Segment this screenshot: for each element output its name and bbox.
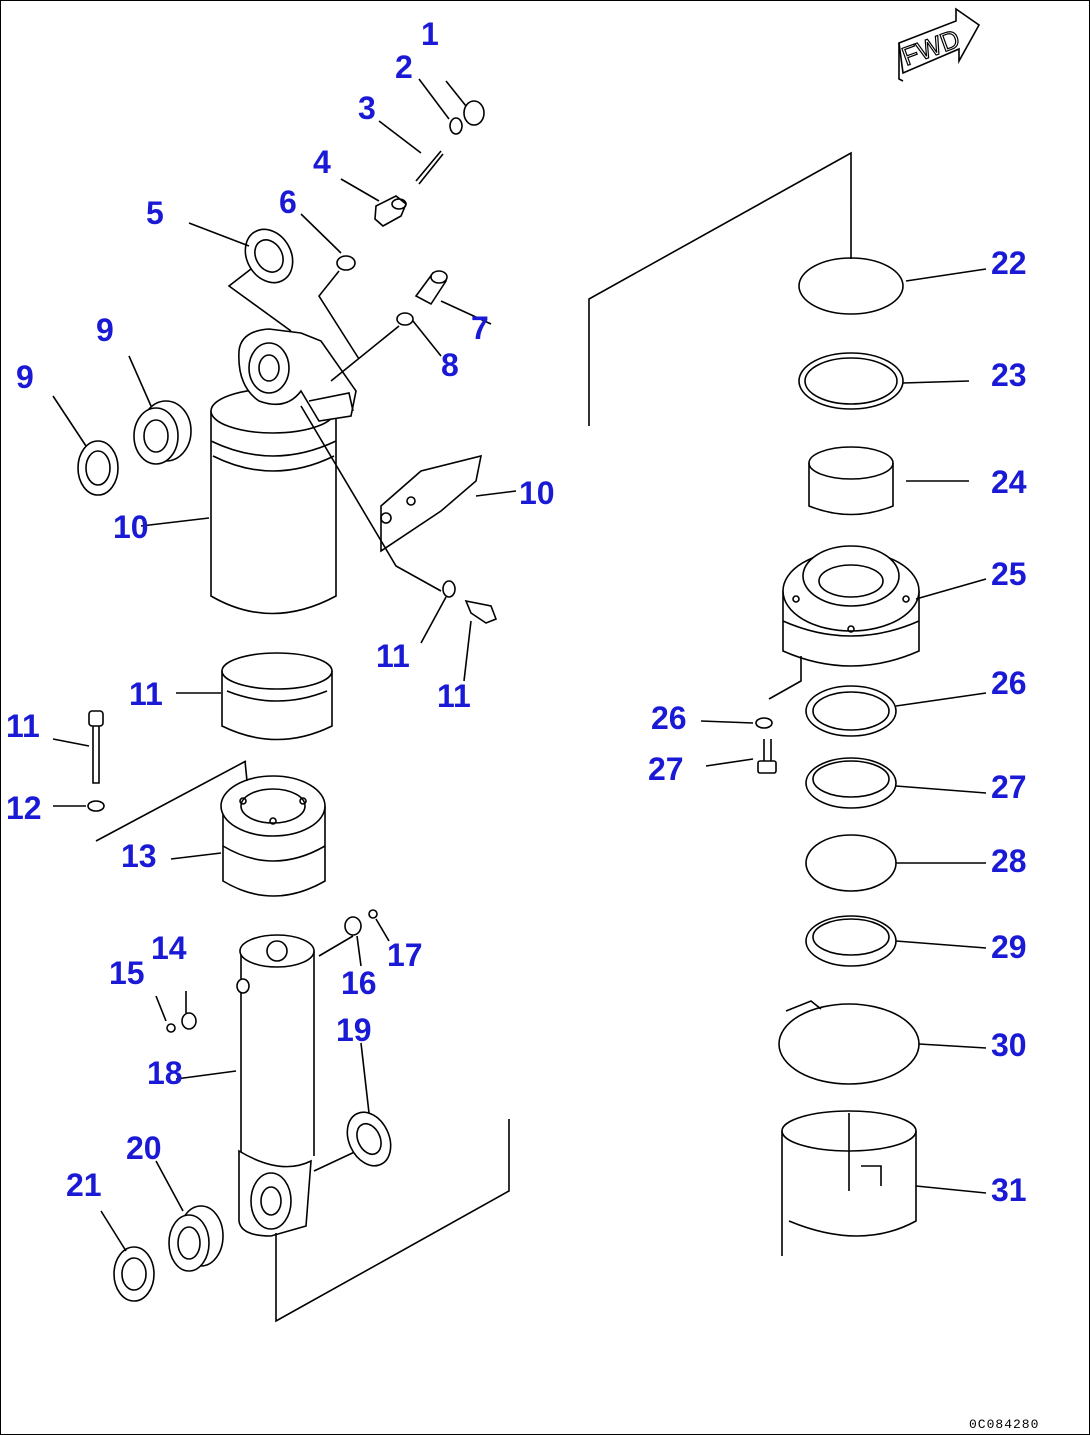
part-11-seal-lower-right (346, 1111, 392, 1167)
callout-30: 11 (6, 708, 40, 744)
callout-14: 23 (991, 357, 1027, 393)
callout-25: 11 (376, 638, 410, 674)
callout-26-right: 16 (341, 965, 377, 1001)
callout-15: 28 (991, 843, 1027, 879)
callout-12: 24 (991, 464, 1027, 500)
part-13-snap-ring (798, 257, 904, 315)
part-24-bolt (464, 599, 498, 624)
callout-11-top: 5 (146, 195, 164, 231)
part-1-upper-housing (210, 328, 357, 615)
part-17-seal (805, 757, 897, 809)
callout-22: 31 (991, 1172, 1027, 1208)
callout-27-right: 17 (387, 937, 423, 973)
part-6-cap (463, 100, 485, 126)
part-27-plug-b (368, 909, 378, 919)
drawing-code: 0C084280 (969, 1417, 1039, 1432)
part-19-bolt (757, 739, 777, 774)
callout-20: 26 (651, 700, 687, 736)
part-30-bolt (88, 710, 104, 784)
group-line-right (588, 151, 852, 426)
callout-21: 30 (991, 1027, 1027, 1063)
callout-31: 12 (6, 790, 42, 826)
callout-3: 25 (991, 556, 1027, 592)
callout-10-top: 9 (96, 312, 114, 348)
part-15-o-ring (805, 834, 897, 892)
part-4-fitting (374, 195, 407, 227)
part-11-seal-lower-left (113, 1246, 155, 1302)
part-9-oring-b (330, 312, 414, 382)
callout-11-lower-left: 21 (66, 1167, 102, 1203)
part-29-block (95, 760, 326, 897)
part-11-seal-top (227, 228, 294, 332)
callout-11-lower-right: 19 (336, 1012, 372, 1048)
callout-28: 11 (129, 676, 163, 712)
part-3-rotor-housing (768, 545, 920, 700)
callout-17: 27 (991, 769, 1027, 805)
callout-1: 10 (113, 509, 149, 545)
callout-labels: 1 2 3 4 5 6 7 8 9 9 10 10 11 11 11 11 12… (6, 16, 1027, 1208)
part-31-washer (87, 800, 105, 812)
part-22-cover (781, 1110, 917, 1256)
callout-18: 26 (991, 665, 1027, 701)
part-28-bushing (221, 652, 333, 741)
callout-7: 2 (395, 49, 413, 85)
part-10-bearing-upper (133, 400, 192, 465)
part-26-nut-a (181, 978, 250, 1030)
callout-10-lower: 20 (126, 1130, 162, 1166)
fwd-arrow-icon (898, 7, 981, 82)
callout-29: 13 (121, 838, 157, 874)
part-26-nut-b (318, 916, 362, 957)
group-line-lower (275, 1119, 510, 1323)
callout-24: 11 (437, 678, 471, 714)
callout-27-left: 15 (109, 955, 145, 991)
part-12-bushing (808, 446, 894, 516)
part-23-bracket (300, 405, 483, 592)
part-10-bearing-lower (168, 1205, 224, 1272)
part-7-ring (449, 117, 463, 135)
fwd-label: FWD (898, 23, 964, 71)
part-14-seal-ring (798, 352, 904, 410)
part-5-nipple (415, 150, 444, 185)
part-16-seal (805, 915, 897, 967)
callout-13: 22 (991, 245, 1027, 281)
callout-6: 1 (421, 16, 439, 52)
part-8-bolt (414, 270, 448, 306)
callout-4: 4 (313, 144, 331, 180)
callout-11-left: 9 (16, 359, 34, 395)
leader-lines (52, 78, 987, 1252)
part-25-washer (442, 580, 456, 598)
callout-2: 18 (147, 1055, 183, 1091)
callout-16: 29 (991, 929, 1027, 965)
callout-5: 3 (358, 90, 376, 126)
part-27-plug-a (166, 1023, 176, 1033)
part-9-oring-a (318, 255, 360, 360)
callout-9-mid: 8 (441, 347, 459, 383)
callout-26-left: 14 (151, 930, 187, 966)
callout-8: 7 (471, 310, 489, 346)
callout-9-top: 6 (279, 184, 297, 220)
part-21-band (778, 1000, 920, 1085)
callout-23: 10 (519, 475, 555, 511)
part-11-seal-left-upper (77, 440, 119, 496)
part-18-seal (805, 685, 897, 737)
callout-19: 27 (648, 751, 684, 787)
part-20-washer (755, 717, 773, 729)
